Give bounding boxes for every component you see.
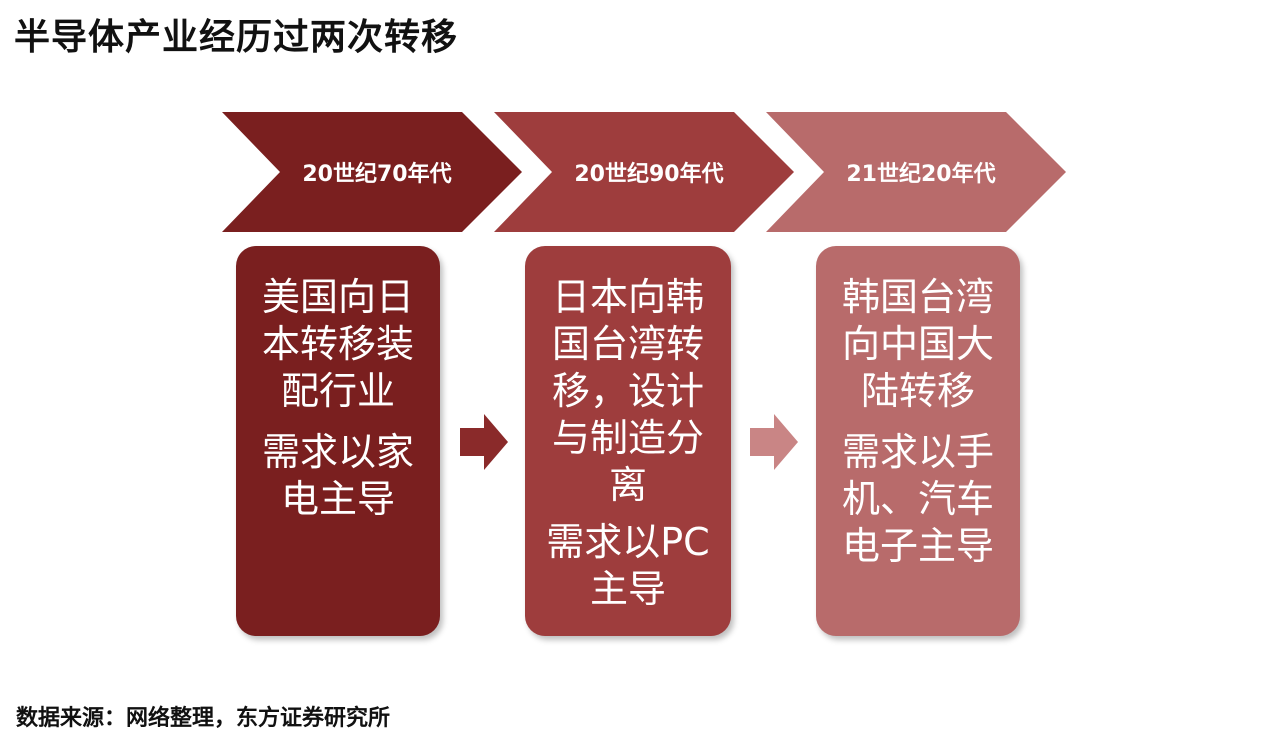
stage-3-description: 韩国台湾 向中国大 陆转移: [841, 275, 994, 413]
right-arrow-icon: [460, 414, 508, 470]
stage-1-demand: 需求以家 电主导: [261, 430, 414, 521]
stage-3-box: 韩国台湾 向中国大 陆转移 需求以手 机、汽车 电子主导: [816, 246, 1020, 636]
stage-1-box: 美国向日 本转移装 配行业 需求以家 电主导: [236, 246, 440, 636]
stage-2-period-chevron: 20世纪90年代: [494, 112, 794, 232]
chevron-shape: [222, 112, 522, 232]
stage-2-period-label: 20世纪90年代: [574, 162, 724, 187]
stage-2-description: 日本向韩 国台湾转 移，设计 与制造分 离: [551, 275, 704, 507]
stage-3-demand: 需求以手 机、汽车 电子主导: [841, 430, 994, 568]
stage-3-period-chevron: 21世纪20年代: [766, 112, 1066, 232]
chevron-shape: [494, 112, 794, 232]
stage-1-description: 美国向日 本转移装 配行业: [261, 275, 414, 413]
stage-1-period-label: 20世纪70年代: [302, 162, 452, 187]
chevron-shape: [766, 112, 1066, 232]
source-note: 数据来源：网络整理，东方证券研究所: [16, 706, 391, 731]
stage-2-demand: 需求以PC 主导: [546, 520, 710, 611]
page-title: 半导体产业经历过两次转移: [14, 17, 459, 58]
stage-1-period-chevron: 20世纪70年代: [222, 112, 522, 232]
right-arrow-icon: [750, 414, 798, 470]
stage-2-box: 日本向韩 国台湾转 移，设计 与制造分 离 需求以PC 主导: [525, 246, 731, 636]
stage-3-period-label: 21世纪20年代: [846, 162, 996, 187]
